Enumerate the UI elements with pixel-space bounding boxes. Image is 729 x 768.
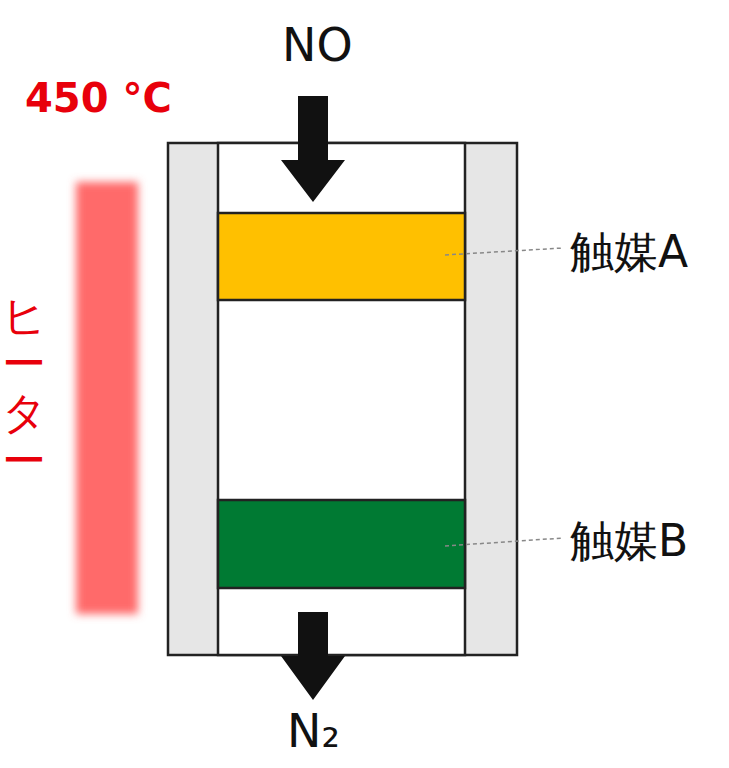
leader-line [445, 538, 563, 546]
inflow-arrow [281, 96, 345, 202]
gas-out-label: N₂ [287, 706, 340, 757]
heater-label: ヒーター [2, 292, 46, 486]
gas-in-label: NO [282, 20, 353, 71]
leader-line [445, 248, 563, 255]
tube-channel [218, 143, 465, 655]
temperature-label: 450 °C [25, 76, 172, 120]
catalyst-label: 触媒A [570, 228, 688, 276]
tube-wall [168, 143, 517, 655]
catalyst-b-band [218, 500, 465, 588]
catalyst-label: 触媒B [570, 517, 688, 565]
catalyst-a-band [218, 213, 465, 300]
heater-bar [76, 182, 138, 614]
outflow-arrow [281, 612, 345, 700]
